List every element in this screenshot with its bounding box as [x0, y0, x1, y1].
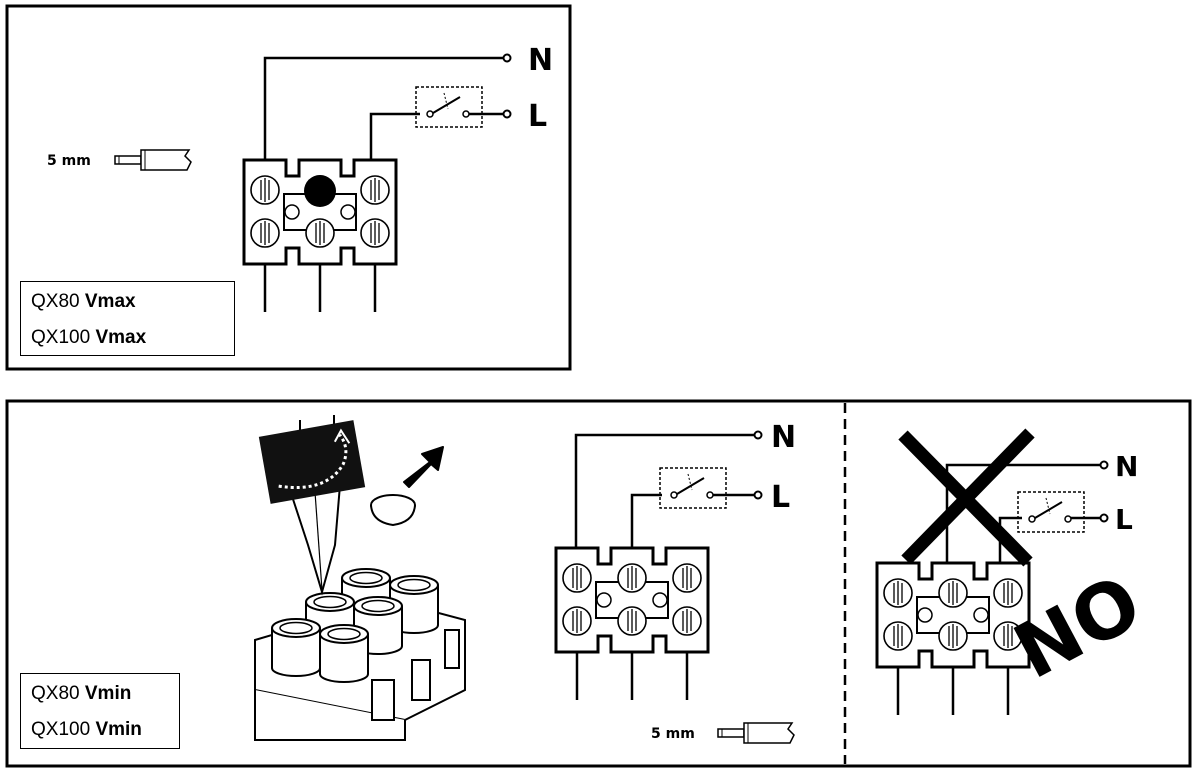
- legend-setting: Vmin: [95, 719, 142, 740]
- top-wiring: [263, 53, 512, 160]
- legend-model: QX100: [31, 327, 91, 348]
- top-strip-length: 5 mm: [47, 153, 91, 169]
- top-model-legend: QX80 Vmax QX100 Vmax: [20, 281, 235, 356]
- legend-setting: Vmax: [84, 291, 136, 312]
- top-neutral-label: N: [528, 43, 553, 78]
- legend-row: QX100 Vmax: [31, 320, 234, 356]
- legend-row: QX80 Vmax: [31, 284, 234, 320]
- bottom-model-legend: QX80 Vmin QX100 Vmin: [20, 673, 180, 749]
- legend-setting: Vmin: [84, 683, 132, 704]
- bottom-wiring: [574, 430, 763, 548]
- plug-removal-illustration: [254, 415, 466, 741]
- bottom-terminal-block: [554, 546, 710, 702]
- bottom-neutral-label: N: [771, 420, 796, 455]
- legend-row: QX100 Vmin: [31, 712, 179, 748]
- wrong-wiring: [945, 460, 1109, 565]
- legend-model: QX100: [31, 719, 91, 740]
- top-live-label: L: [528, 99, 547, 134]
- legend-model: QX80: [31, 683, 80, 704]
- legend-row: QX80 Vmin: [31, 676, 179, 712]
- bottom-live-label: L: [771, 480, 790, 515]
- cross-mark-icon: [898, 428, 1035, 567]
- bottom-strip-gauge: 5 mm: [651, 722, 795, 744]
- top-strip-gauge: 5 mm: [47, 149, 192, 171]
- 3d-terminal-block: [254, 568, 466, 741]
- wrong-neutral-label: N: [1115, 450, 1138, 483]
- wrong-terminal-block: [875, 561, 1031, 717]
- wrong-live-label: L: [1115, 503, 1133, 536]
- bottom-strip-length: 5 mm: [651, 726, 695, 742]
- top-terminal-block: [242, 158, 398, 314]
- top-panel-frame: [5, 4, 572, 371]
- legend-setting: Vmax: [95, 327, 147, 348]
- terminal-plug-dot: [304, 175, 336, 207]
- bottom-panel-frame: [5, 399, 1192, 768]
- legend-model: QX80: [31, 291, 80, 312]
